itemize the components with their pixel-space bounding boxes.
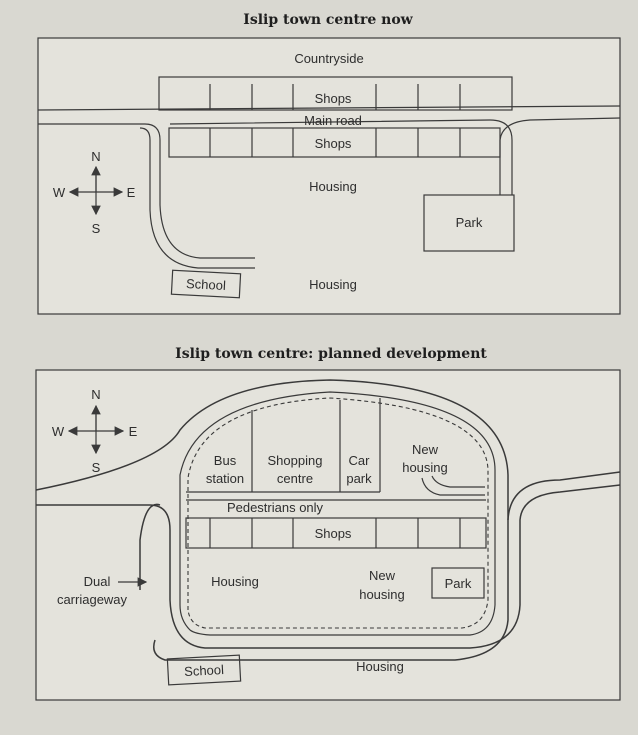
map-plan-title: Islip town centre: planned development [175,346,487,362]
dual-carriageway-label: Dual [84,574,111,589]
main-road-label: Main road [304,113,362,128]
pedestrians-only-label: Pedestrians only [227,500,324,515]
park-area [431,567,485,599]
map-plan-frame [35,369,621,701]
map-now-title: Islip town centre now [243,12,413,28]
bus-station-label: station [206,471,244,486]
ring-road [35,379,621,661]
new-housing-south-label: housing [359,587,405,602]
svg-text:S: S [92,221,101,236]
dual-carriageway-label: carriageway [57,592,128,607]
shops-row [185,517,487,549]
new-housing-ne-label: housing [402,460,448,475]
svg-text:E: E [127,185,136,200]
car-park-label: park [346,471,372,486]
svg-text:N: N [91,149,100,164]
svg-text:W: W [52,424,65,439]
new-housing-ne-label: New [412,442,439,457]
svg-text:S: S [92,460,101,475]
shopping-centre-label: Shopping [268,453,323,468]
shops-row-south [168,127,501,158]
svg-text:E: E [129,424,138,439]
svg-text:N: N [91,387,100,402]
housing-west-label: Housing [211,574,259,589]
housing-south-label: Housing [309,277,357,292]
school-label: School [184,662,225,679]
car-park-label: Car [349,453,371,468]
main-road [37,105,621,269]
housing-south-label: Housing [356,659,404,674]
countryside-label: Countryside [294,51,363,66]
shops-north-label: Shops [315,91,352,106]
compass-icon: N S E W [53,149,136,236]
shops-label: Shops [315,526,352,541]
bus-station-label: Bus [214,453,237,468]
school-label: School [186,276,227,293]
park-label: Park [456,215,483,230]
shopping-centre-label: centre [277,471,313,486]
new-housing-south-label: New [369,568,396,583]
map-now-frame [37,37,621,315]
housing-centre-label: Housing [309,179,357,194]
park-area [423,194,515,252]
shops-row-north [158,76,513,111]
school-area: School [166,654,242,686]
central-buildings [186,398,485,496]
park-label: Park [445,576,472,591]
school-area: School [170,269,242,299]
svg-text:W: W [53,185,66,200]
shops-south-label: Shops [315,136,352,151]
compass-icon: N S E W [52,387,138,475]
